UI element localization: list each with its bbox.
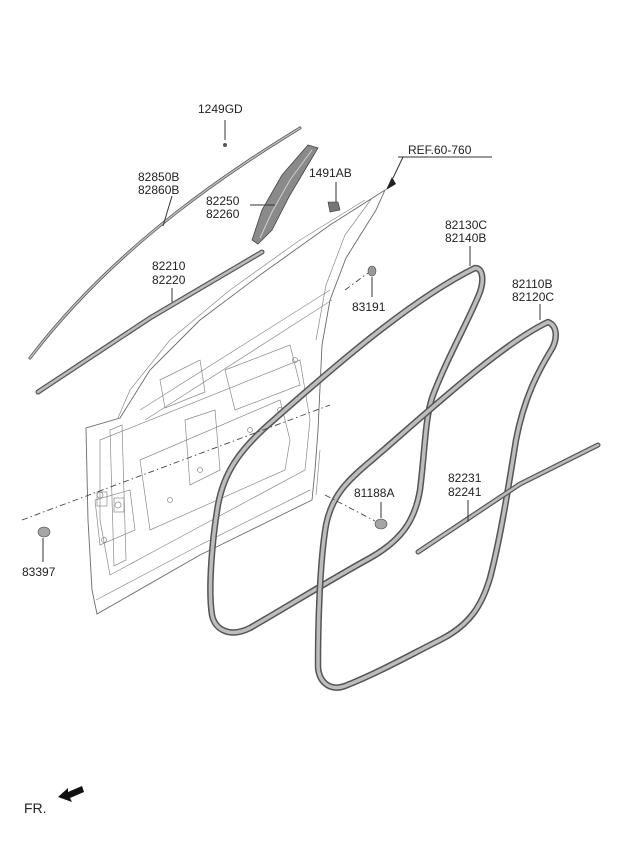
part-labels: 1249GD 82850B 82860B 1491AB 82250 82260 … (22, 102, 554, 579)
label-82250: 82250 (206, 194, 240, 208)
leader-lines (42, 120, 541, 562)
arrow-icon (58, 786, 84, 802)
part-1249gd-screw (223, 143, 227, 147)
label-82850b: 82850B (138, 170, 179, 184)
label-82231: 82231 (448, 471, 482, 485)
label-82140b: 82140B (445, 231, 486, 245)
front-direction-indicator: FR. (24, 786, 84, 816)
part-83397-plug (37, 526, 51, 538)
label-ref-60-760: REF.60-760 (408, 143, 472, 157)
label-82130c: 82130C (445, 218, 487, 232)
label-82210: 82210 (152, 259, 186, 273)
part-82850b-molding (28, 126, 302, 360)
label-82120c: 82120C (512, 290, 554, 304)
label-81188a: 81188A (354, 486, 394, 500)
reference-lines (21, 272, 376, 522)
direction-label: FR. (24, 800, 47, 816)
label-83397: 83397 (22, 565, 56, 579)
part-82110b-body-seal (314, 318, 559, 691)
part-1491ab-clip (327, 201, 341, 213)
part-82250-delta-cover (251, 144, 319, 245)
label-1249gd: 1249GD (198, 102, 243, 116)
part-81188a-grommet (374, 518, 388, 530)
label-1491ab: 1491AB (309, 166, 352, 180)
label-82220: 82220 (152, 273, 186, 287)
part-82231-lower-strip (415, 442, 601, 555)
part-82130c-door-seal (207, 264, 486, 636)
part-83191-plug (367, 265, 377, 277)
door-panel (85, 188, 387, 615)
label-82110b: 82110B (512, 277, 552, 291)
label-82260: 82260 (206, 207, 240, 221)
label-82860b: 82860B (138, 183, 179, 197)
label-83191: 83191 (352, 300, 386, 314)
part-82210-belt-strip (35, 249, 265, 395)
label-82241: 82241 (448, 485, 482, 499)
